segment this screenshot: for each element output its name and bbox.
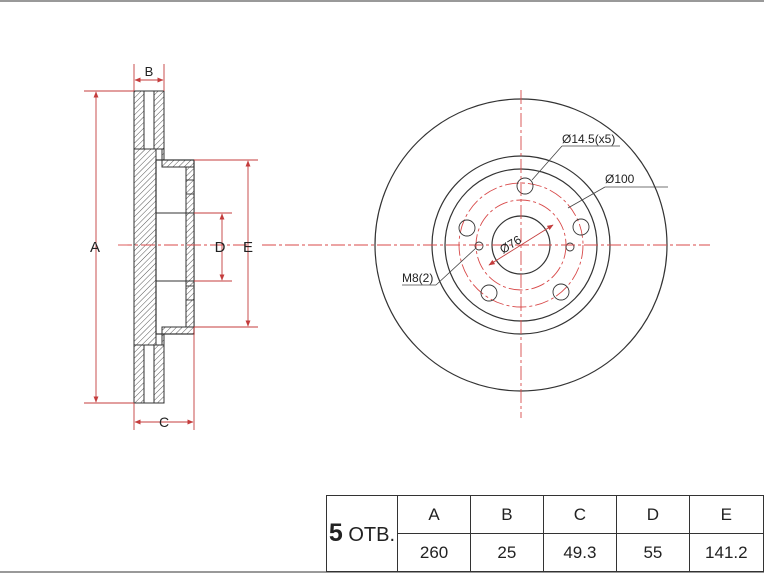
dimension-e-label: E — [243, 239, 253, 256]
hat-step-top — [156, 148, 195, 168]
dimension-b-label: B — [145, 64, 154, 79]
holes-number: 5 — [328, 519, 343, 547]
header-d: D — [616, 495, 690, 534]
holes-unit: ОТВ. — [348, 524, 396, 546]
value-d: 55 — [616, 533, 690, 572]
vent-channel-bottom — [143, 344, 155, 404]
hat-step-bottom — [156, 326, 195, 346]
bolt-hole-leader — [531, 145, 563, 181]
bolt-hole-section-bottom — [185, 285, 195, 301]
dimension-c: C — [133, 327, 195, 430]
dimension-a: A — [84, 90, 134, 404]
pcd-label: Ø100 — [605, 172, 635, 186]
bore-dimension-line — [488, 224, 554, 266]
bolt-holes-label: Ø14.5(x5) — [562, 132, 615, 146]
hub-flange — [185, 166, 195, 328]
threaded-hole-1 — [474, 241, 484, 251]
vent-channel-top — [143, 90, 155, 150]
bolt-hole-3 — [552, 283, 570, 301]
threaded-holes-label: M8(2) — [402, 271, 433, 285]
header-b: B — [470, 495, 544, 534]
disc-web — [133, 148, 157, 346]
dimension-b: B — [133, 64, 165, 91]
value-c: 49.3 — [542, 533, 618, 572]
bolt-hole-4 — [480, 284, 498, 302]
front-view: Ø14.5(x5) Ø100 Ø76 M8(2) — [262, 90, 710, 418]
header-a: A — [396, 495, 472, 534]
center-bore-label: Ø76 — [497, 232, 524, 256]
table-header-row: 5 ОТВ. A B C D E — [326, 495, 764, 572]
value-e: 141.2 — [688, 533, 764, 572]
dimension-e: E — [194, 159, 258, 328]
header-e: E — [688, 495, 764, 534]
dimension-d: D — [194, 212, 232, 282]
header-c: C — [542, 495, 618, 534]
dimension-a-label: A — [90, 239, 100, 256]
bolt-hole-section-top — [185, 179, 195, 195]
dimension-d-label: D — [215, 239, 226, 256]
holes-count-cell: 5 ОТВ. — [326, 495, 398, 572]
value-b: 25 — [470, 533, 544, 572]
dimension-table: 5 ОТВ. A B C D E 260 25 49.3 55 141.2 — [326, 495, 764, 572]
table-value-row: 260 25 49.3 55 141.2 — [327, 533, 764, 572]
value-a: 260 — [396, 533, 472, 572]
thread-leader — [435, 247, 477, 286]
threaded-hole-2 — [565, 242, 575, 252]
bolt-hole-1 — [516, 177, 534, 195]
bolt-hole-5 — [458, 219, 476, 237]
bolt-hole-2 — [572, 218, 590, 236]
dimension-c-label: C — [159, 414, 169, 430]
outboard-friction-face-top — [153, 90, 165, 150]
outboard-friction-face-bottom — [153, 344, 165, 404]
side-section-view — [118, 90, 250, 404]
pcd-leader — [567, 186, 606, 209]
